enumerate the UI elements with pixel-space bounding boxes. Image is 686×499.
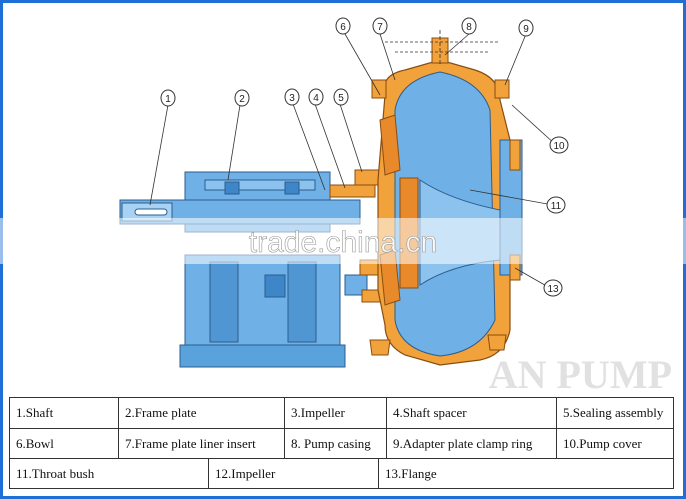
- callout-9: 9: [518, 19, 534, 37]
- callout-leaders: [149, 33, 557, 289]
- callout-8: 8: [461, 17, 477, 35]
- legend-cell: 8. Pump casing: [284, 429, 386, 459]
- legend-cell: 9.Adapter plate clamp ring: [386, 429, 556, 459]
- legend-cell: 13.Flange: [378, 459, 673, 489]
- legend-row-1: 1.Shaft 2.Frame plate 3.Impeller 4.Shaft…: [10, 398, 673, 428]
- legend-cell: 4.Shaft spacer: [386, 398, 556, 428]
- callout-11: 11: [546, 196, 566, 214]
- callout-13: 13: [543, 279, 563, 297]
- legend-cell: 5.Sealing assembly: [556, 398, 673, 428]
- svg-text:8: 8: [466, 22, 472, 33]
- svg-text:5: 5: [338, 93, 344, 104]
- svg-text:13: 13: [547, 284, 559, 295]
- legend-cell: 6.Bowl: [16, 436, 54, 451]
- brand-watermark: AN PUMP: [489, 352, 672, 397]
- callout-1: 1: [160, 89, 176, 107]
- svg-text:9: 9: [523, 24, 529, 35]
- legend-row-2: 6.Bowl 7.Frame plate liner insert 8. Pum…: [10, 428, 673, 459]
- callout-6: 6: [335, 17, 351, 35]
- callout-2: 2: [234, 89, 250, 107]
- legend-cell: 2.Frame plate: [118, 398, 284, 428]
- svg-text:6: 6: [340, 22, 346, 33]
- svg-text:7: 7: [377, 22, 383, 33]
- svg-text:10: 10: [553, 141, 565, 152]
- legend-cell: 12.Impeller: [208, 459, 378, 489]
- legend-cell: 3.Impeller: [284, 398, 386, 428]
- legend-cell: 11.Throat bush: [16, 466, 95, 481]
- svg-text:2: 2: [239, 94, 245, 105]
- legend-cell: 10.Pump cover: [556, 429, 673, 459]
- callout-3: 3: [284, 88, 300, 106]
- legend-row-3: 11.Throat bush 12.Impeller 13.Flange: [10, 458, 673, 489]
- pump-sectional-drawing: 1 2 3 4 5 6 7 8 9 10 11 13 trade.china.c…: [0, 17, 686, 397]
- svg-text:1: 1: [165, 94, 171, 105]
- legend-cell: 7.Frame plate liner insert: [118, 429, 284, 459]
- svg-text:4: 4: [313, 93, 319, 104]
- watermark-text: trade.china.cn: [249, 226, 437, 259]
- callout-7: 7: [372, 17, 388, 35]
- callout-markers: 1 2 3 4 5 6 7 8 9 10 11 13: [160, 17, 569, 297]
- legend-cell: 1.Shaft: [16, 405, 54, 420]
- callout-10: 10: [549, 136, 569, 154]
- dimension-lines: [385, 30, 500, 65]
- svg-text:11: 11: [551, 201, 562, 212]
- parts-legend-table: 1.Shaft 2.Frame plate 3.Impeller 4.Shaft…: [9, 397, 674, 489]
- watermark-band: trade.china.cn: [0, 218, 686, 264]
- callout-4: 4: [308, 88, 324, 106]
- frame-plate: [179, 254, 346, 368]
- callout-5: 5: [333, 88, 349, 106]
- svg-text:3: 3: [289, 93, 295, 104]
